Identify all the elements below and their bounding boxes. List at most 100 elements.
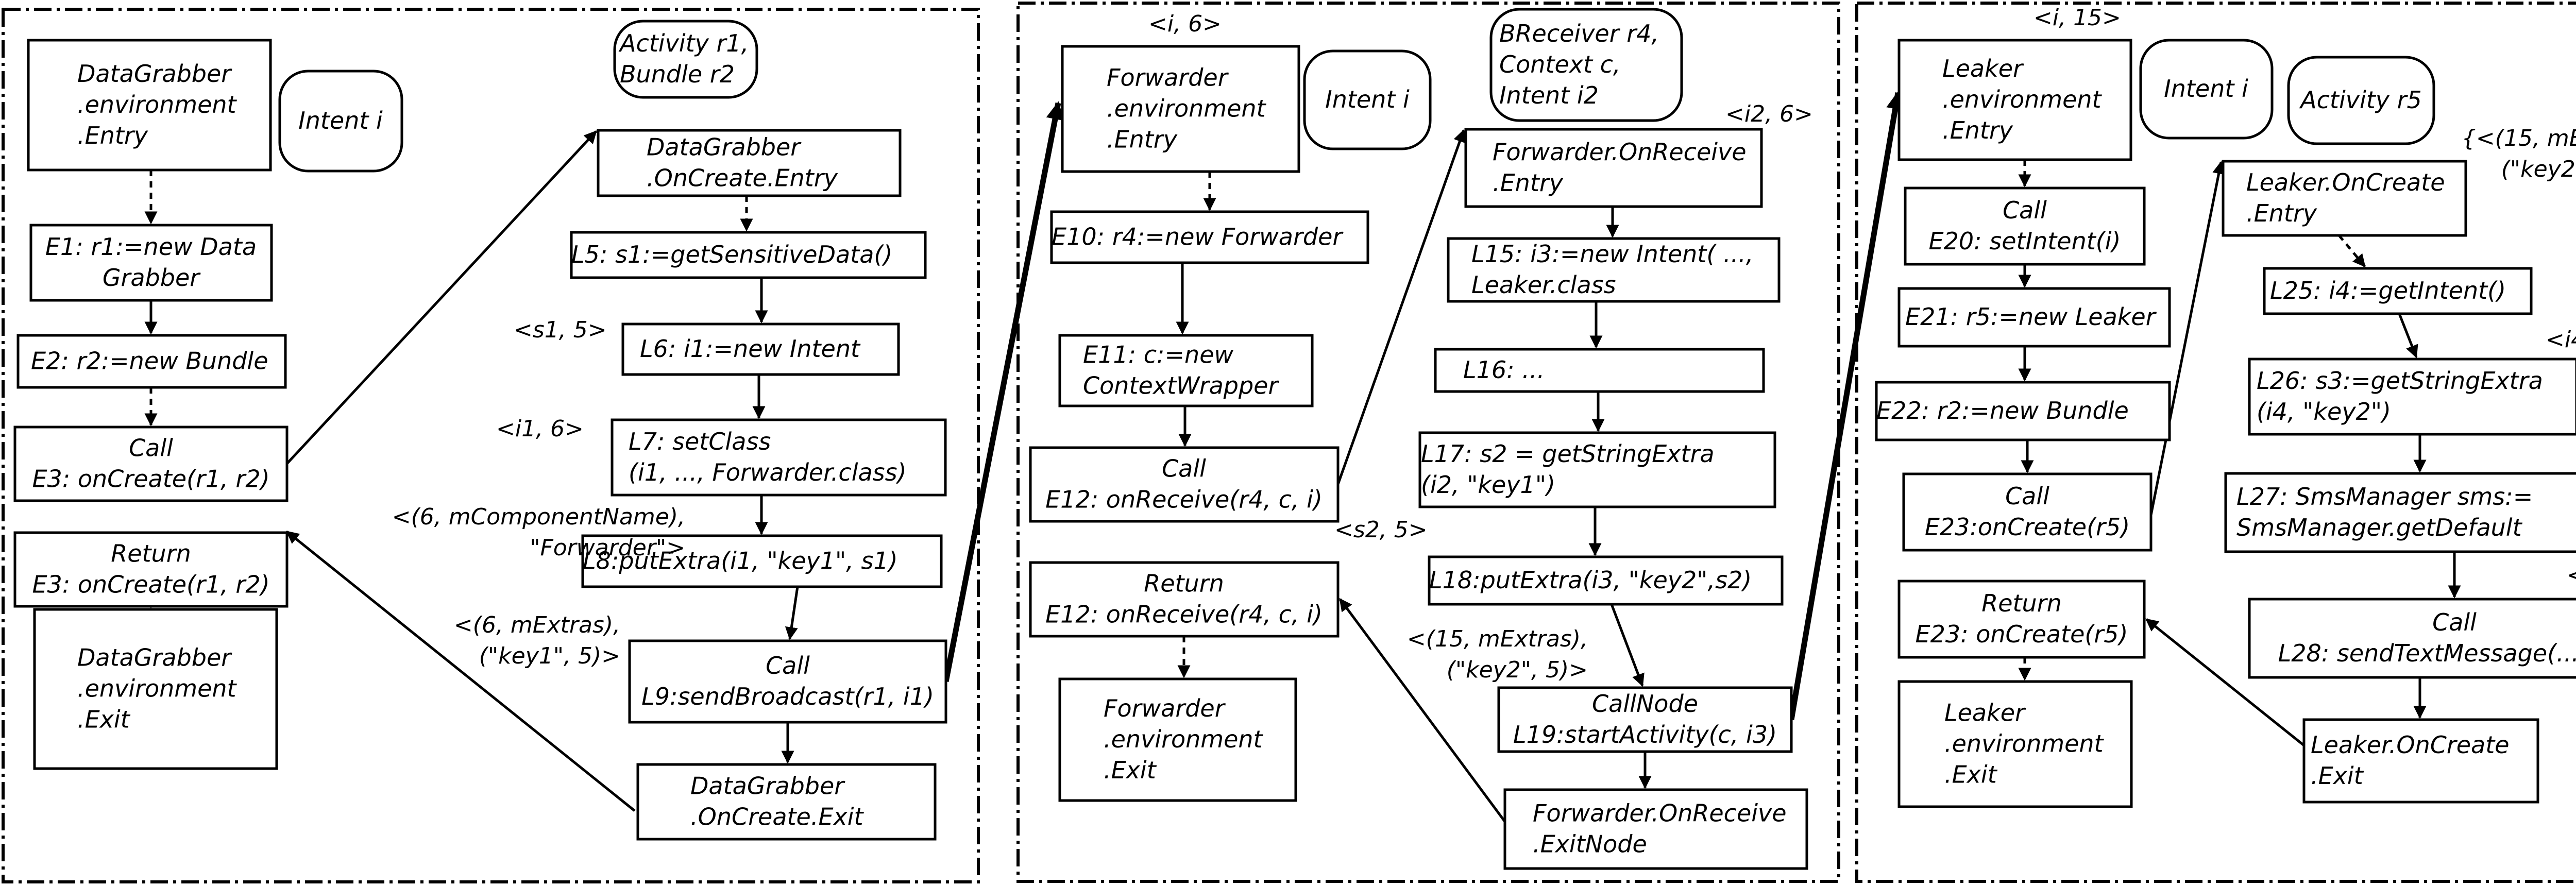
node-l19-box xyxy=(1497,686,1793,753)
node-l7: L7: setClass(i1, ..., Forwarder.class) xyxy=(611,418,947,497)
edge-label-p1-mextras: <(6, mExtras),("key1", 5)> xyxy=(454,612,620,669)
node-dg-oncreate-exit-box xyxy=(636,763,937,841)
node-dg-entry-text: DataGrabber.environment.Entry xyxy=(77,60,238,149)
node-l5-box xyxy=(570,231,927,279)
node-activity-r5-text: Activity r5 xyxy=(2299,86,2422,114)
node-l15-box xyxy=(1447,237,1781,303)
node-e21-text: E21: r5:=new Leaker xyxy=(1905,303,2157,331)
node-breceiver-text: BReceiver r4,Context c,Intent i2 xyxy=(1499,20,1659,109)
node-fw-exit-text: Forwarder.environment.Exit xyxy=(1104,694,1264,784)
node-e23-ret-box xyxy=(1897,580,2146,659)
node-l25-text: L25: i4:=getIntent() xyxy=(2270,277,2506,304)
edge xyxy=(943,101,1064,683)
node-e22-box xyxy=(1875,381,2171,441)
edge-label-p1-s1-5: <s1, 5> xyxy=(514,317,607,343)
node-e23-call-box xyxy=(1902,472,2153,552)
edges xyxy=(144,91,2461,823)
node-activity-r5-box xyxy=(2287,56,2435,145)
node-lk-entry-box xyxy=(1897,39,2132,161)
node-intent-i-text: Intent i xyxy=(298,107,383,134)
node-l27-box xyxy=(2224,472,2576,553)
node-l17-box xyxy=(1418,431,1776,508)
node-l18: L18:putExtra(i3, "key2",s2) xyxy=(1428,555,1784,606)
node-intent-i-text: Intent i xyxy=(2164,75,2248,103)
node-e21: E21: r5:=new Leaker xyxy=(1897,287,2171,348)
node-e11-box xyxy=(1058,334,1314,407)
edge xyxy=(1336,129,1466,485)
edge-label-p3-mextras: {<(15, mExtras),("key2", 5)>} xyxy=(2462,125,2576,182)
node-intent-i-box xyxy=(278,70,403,173)
node-dg-oncreate-entry-box xyxy=(597,129,902,197)
edge xyxy=(1338,598,1506,823)
node-lk-oncreate-entry: Leaker.OnCreate.Entry xyxy=(2222,160,2467,237)
node-e10-box xyxy=(1050,210,1369,264)
node-fw-exit-box xyxy=(1058,677,1297,802)
node-lk-oncreate-exit-box xyxy=(2302,718,2539,804)
node-l25-box xyxy=(2263,267,2533,315)
node-l27-text: L27: SmsManager sms:=SmsManager.getDefau… xyxy=(2236,483,2533,541)
node-l28-box xyxy=(2248,598,2576,679)
node-l18-text: L18:putExtra(i3, "key2",s2) xyxy=(1429,566,1752,594)
node-dg-oncreate-exit-text: DataGrabber.OnCreate.Exit xyxy=(690,772,865,831)
node-fw-onrec-exit-text: Forwarder.OnReceive.ExitNode xyxy=(1533,799,1787,858)
panel-datagrabber xyxy=(2,8,980,883)
node-l25: L25: i4:=getIntent() xyxy=(2263,267,2533,315)
node-l18-box xyxy=(1428,555,1784,606)
node-intent-i-box xyxy=(2139,39,2274,140)
node-e2-box xyxy=(16,334,287,389)
node-fw-entry-text: Forwarder.environment.Entry xyxy=(1107,64,1267,154)
node-intent-i-box xyxy=(1303,49,1432,150)
panel-leaker xyxy=(1855,2,2576,883)
node-intent-i: Intent i xyxy=(1303,49,1432,150)
node-intent-i-text: Intent i xyxy=(1325,86,1410,113)
node-lk-exit-box xyxy=(1897,680,2133,808)
node-dg-oncreate-entry-text: DataGrabber.OnCreate.Entry xyxy=(647,133,838,192)
node-l8: L8:putExtra(i1, "key1", s1) xyxy=(581,534,943,588)
edge xyxy=(1610,604,1645,687)
node-e10: E10: r4:=new Forwarder xyxy=(1050,210,1369,264)
node-dg-oncreate-entry: DataGrabber.OnCreate.Entry xyxy=(597,129,902,197)
node-dg-entry: DataGrabber.environment.Entry xyxy=(27,39,272,172)
edge xyxy=(2149,161,2225,516)
edge xyxy=(2145,618,2305,746)
node-fw-exit: Forwarder.environment.Exit xyxy=(1058,677,1297,802)
node-fw-onrec-entry-text: Forwarder.OnReceive.Entry xyxy=(1493,138,1747,197)
node-l9-box xyxy=(628,639,947,724)
node-e21-box xyxy=(1897,287,2171,348)
node-l7-box xyxy=(611,418,947,497)
node-e3-call-box xyxy=(13,426,289,502)
node-e2-text: E2: r2:=new Bundle xyxy=(31,347,268,375)
node-fw-entry-box xyxy=(1061,45,1300,173)
edge xyxy=(2338,234,2366,267)
edge-label-p3-s3-5b: <s3, 5> xyxy=(2567,562,2576,588)
node-fw-onrec-exit-box xyxy=(1503,788,1808,870)
edge xyxy=(286,531,636,812)
node-fw-onrec-exit: Forwarder.OnReceive.ExitNode xyxy=(1503,788,1808,870)
node-lk-entry: Leaker.environment.Entry xyxy=(1897,39,2132,161)
node-l6: L6: i1:=new Intent xyxy=(621,322,900,376)
node-l26: L26: s3:=getStringExtra(i4, "key2") xyxy=(2248,358,2576,436)
node-e22-text: E22: r2:=new Bundle xyxy=(1876,397,2129,424)
edge-label-p2-i-6: <i, 6> xyxy=(1148,11,1222,37)
node-l15-text: L15: i3:=new Intent( ...,Leaker.class xyxy=(1471,240,1753,299)
node-lk-exit: Leaker.environment.Exit xyxy=(1897,680,2133,808)
node-fw-onrec-entry: Forwarder.OnReceive.Entry xyxy=(1464,128,1763,208)
edge-label-p3-i-15: <i, 15> xyxy=(2033,5,2121,31)
node-l16-text: L16: ... xyxy=(1463,356,1545,384)
node-lk-oncreate-exit-text: Leaker.OnCreate.Exit xyxy=(2311,731,2510,790)
node-e22: E22: r2:=new Bundle xyxy=(1875,381,2171,441)
